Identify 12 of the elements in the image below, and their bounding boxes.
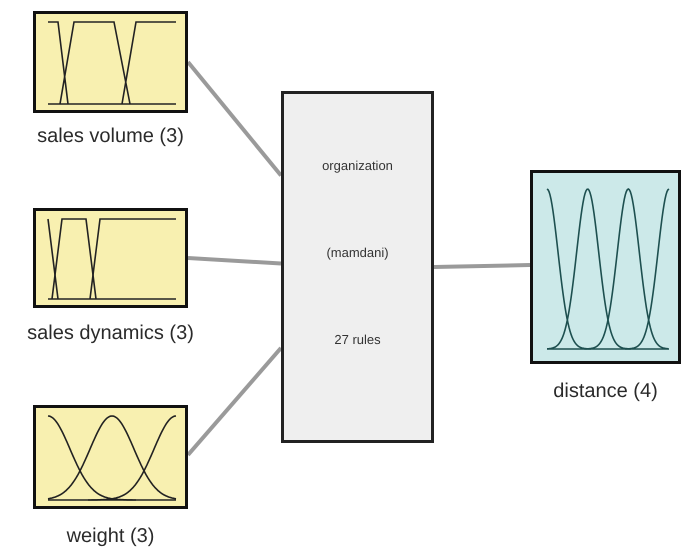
connector-line (188, 256, 282, 266)
variable-label: weight (3) (66, 525, 154, 548)
connector-line (434, 263, 530, 269)
variable-label: sales volume (3) (37, 125, 184, 148)
rule-block (281, 91, 434, 443)
connector-line (186, 60, 283, 177)
rule-block-text: (mamdani) (326, 245, 389, 260)
rule-block-text: 27 rules (334, 332, 381, 347)
connector-line (186, 346, 282, 456)
variable-label: distance (4) (553, 380, 658, 403)
variable-label: sales dynamics (3) (27, 322, 194, 345)
rule-block-text: organization (322, 158, 393, 173)
